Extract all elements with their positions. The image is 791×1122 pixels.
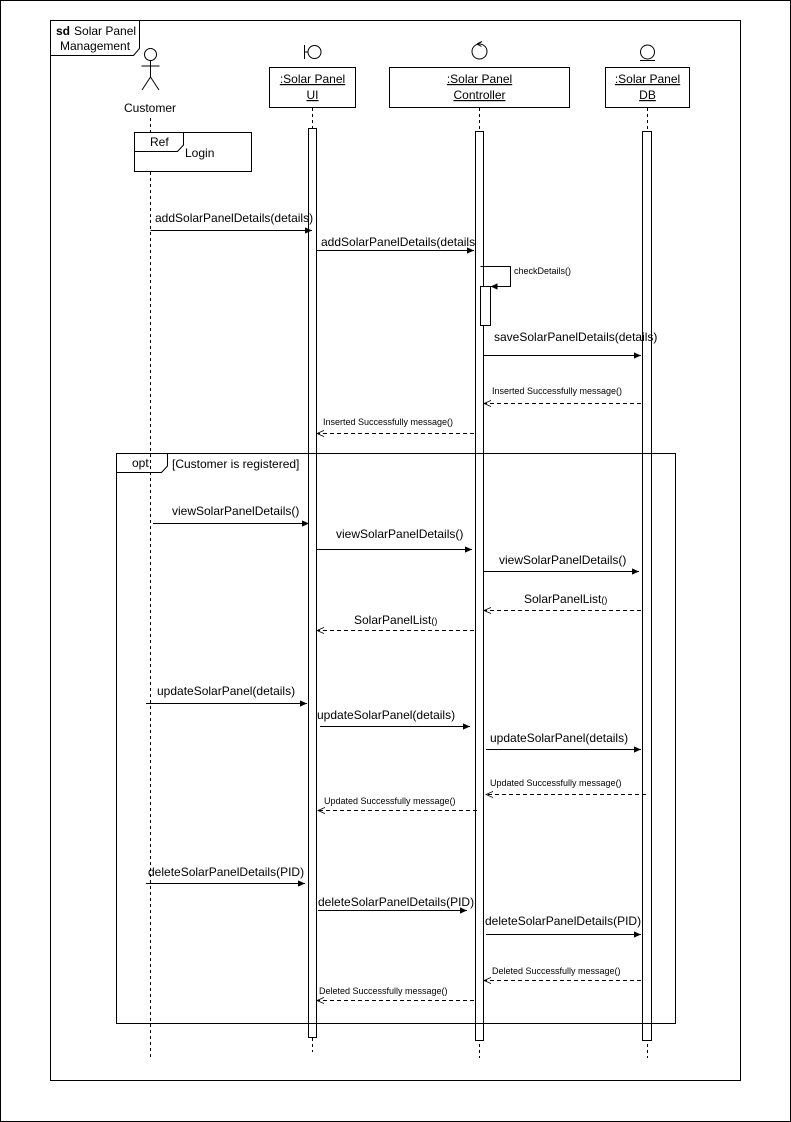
message-label: SolarPanelList() bbox=[524, 592, 607, 606]
participant-ui-label-line1: :Solar Panel bbox=[280, 72, 345, 86]
message-label: addSolarPanelDetails(details) bbox=[155, 211, 313, 225]
participant-controller-label-line1: :Solar Panel bbox=[447, 72, 512, 86]
message-label-suffix: () bbox=[431, 616, 437, 626]
sd-title-line1: Solar Panel bbox=[74, 24, 136, 38]
message-label: SolarPanelList() bbox=[354, 613, 437, 627]
message-label: deleteSolarPanelDetails(PID) bbox=[318, 895, 474, 909]
activation-controller-self bbox=[480, 286, 491, 326]
message-label: checkDetails() bbox=[514, 266, 571, 276]
message-label: Updated Successfully message() bbox=[324, 796, 456, 806]
participant-ui-label-line2: UI bbox=[307, 88, 319, 102]
message-label: Inserted Successfully message() bbox=[492, 386, 622, 396]
message-label: deleteSolarPanelDetails(PID) bbox=[148, 865, 304, 879]
entity-icon bbox=[640, 44, 655, 61]
message-label: viewSolarPanelDetails() bbox=[172, 504, 299, 518]
boundary-icon bbox=[304, 45, 322, 59]
sd-frame-tab bbox=[50, 20, 140, 56]
participant-controller-label-line2: Controller bbox=[453, 88, 505, 102]
ref-label: Login bbox=[185, 146, 214, 160]
message-label: Updated Successfully message() bbox=[490, 778, 622, 788]
message-label: updateSolarPanel(details) bbox=[490, 731, 628, 745]
message-label: deleteSolarPanelDetails(PID) bbox=[485, 914, 641, 928]
participant-controller-box bbox=[389, 67, 570, 108]
opt-fragment: opt [Customer is registered] bbox=[116, 453, 676, 1024]
sd-keyword: sd bbox=[56, 24, 70, 38]
participant-db: :Solar Panel DB bbox=[605, 44, 690, 108]
participant-ui: :Solar Panel UI bbox=[269, 45, 356, 108]
participant-controller: :Solar Panel Controller bbox=[389, 41, 570, 108]
message-label: viewSolarPanelDetails() bbox=[336, 527, 463, 541]
message-label: updateSolarPanel(details) bbox=[157, 684, 295, 698]
participant-db-label-line2: DB bbox=[639, 88, 656, 102]
message-label: Deleted Successfully message() bbox=[319, 986, 448, 996]
activation-ui bbox=[308, 128, 317, 1038]
control-icon bbox=[471, 41, 488, 60]
sd-frame bbox=[50, 20, 741, 1081]
opt-guard: [Customer is registered] bbox=[172, 457, 299, 471]
actor-icon bbox=[141, 48, 160, 91]
participant-db-label-line1: :Solar Panel bbox=[615, 72, 680, 86]
opt-keyword: opt bbox=[132, 456, 149, 470]
ref-keyword: Ref bbox=[150, 135, 169, 149]
message-label: addSolarPanelDetails(details bbox=[321, 235, 475, 249]
message-label: Inserted Successfully message() bbox=[323, 417, 453, 427]
message-label: Deleted Successfully message() bbox=[492, 966, 621, 976]
participant-db-box bbox=[605, 67, 690, 108]
activation-controller bbox=[475, 131, 484, 1041]
message-label-suffix: () bbox=[601, 595, 607, 605]
message-label: updateSolarPanel(details) bbox=[317, 708, 455, 722]
message-arrow bbox=[480, 266, 511, 290]
message-label: saveSolarPanelDetails(details) bbox=[494, 330, 657, 344]
sd-frame-title-line2: Management bbox=[60, 39, 131, 53]
message-label: viewSolarPanelDetails() bbox=[499, 553, 626, 567]
message-label-text: SolarPanelList bbox=[524, 592, 602, 606]
ref-fragment: Ref Login bbox=[134, 132, 252, 172]
activation-db bbox=[642, 131, 652, 1041]
participant-customer-label: Customer bbox=[124, 101, 176, 115]
sd-frame-title: sd Solar Panel bbox=[56, 24, 136, 38]
message-label-text: SolarPanelList bbox=[354, 613, 432, 627]
participant-customer: Customer bbox=[124, 48, 176, 115]
participant-ui-box bbox=[269, 67, 356, 108]
